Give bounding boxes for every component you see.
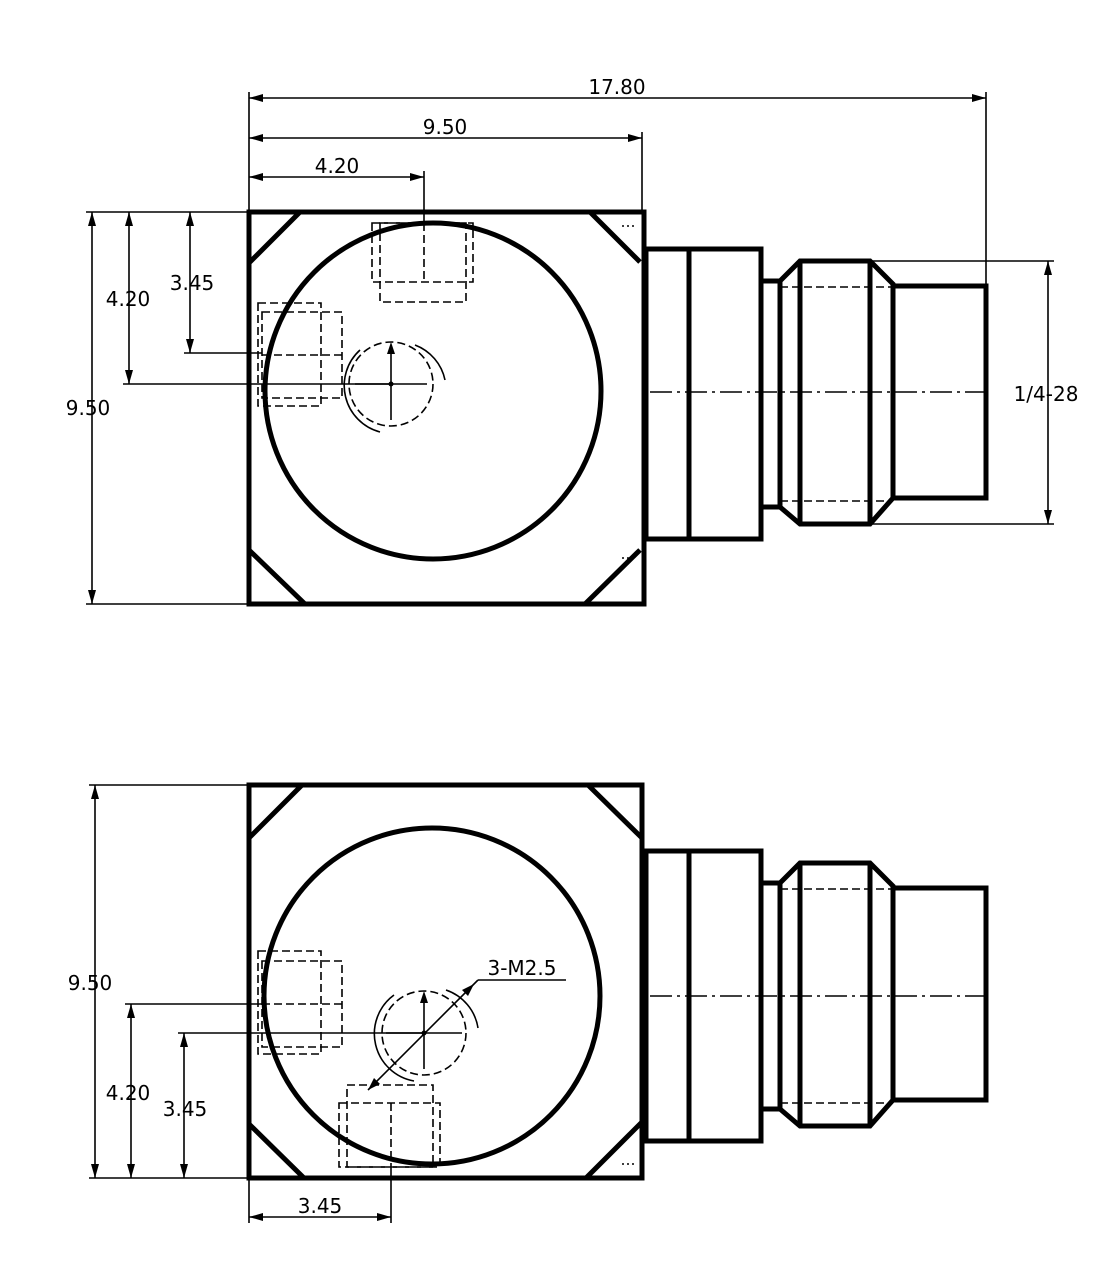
dim-hole-offset-y2-bottom: 3.45 <box>163 1097 208 1121</box>
dim-body-height: 9.50 <box>66 396 111 420</box>
top-connector <box>643 246 989 542</box>
dim-hole-offset-x: 4.20 <box>315 154 360 178</box>
bottom-body <box>246 782 645 1181</box>
dim-hole-offset-y: 4.20 <box>106 287 151 311</box>
bottom-body-circle <box>261 825 603 1167</box>
top-body <box>246 209 647 607</box>
top-view: 17.80 9.50 4.20 9.50 4.20 <box>66 75 1079 607</box>
thread-label: 1/4-28 <box>1014 382 1079 406</box>
hole-callout: 3-M2.5 <box>487 956 556 980</box>
dim-body-height-bottom: 9.50 <box>68 971 113 995</box>
dim-hole-offset-x-bottom: 3.45 <box>298 1194 343 1218</box>
bottom-body-outline <box>246 782 645 1181</box>
top-dimensions: 17.80 9.50 4.20 9.50 4.20 <box>66 75 1079 605</box>
dim-body-width: 9.50 <box>423 115 468 139</box>
dim-hole-offset-y-bottom: 4.20 <box>106 1081 151 1105</box>
bottom-view: 3-M2.5 9.50 4.20 3.45 <box>68 782 992 1223</box>
dim-overall-length: 17.80 <box>588 75 645 99</box>
dim-hole-offset-y2: 3.45 <box>170 271 215 295</box>
top-hidden-features <box>257 222 474 433</box>
bottom-dimensions: 9.50 4.20 3.45 3.45 <box>68 784 424 1223</box>
bottom-hidden-features: 3-M2.5 <box>257 950 566 1168</box>
top-body-outline <box>246 209 647 607</box>
